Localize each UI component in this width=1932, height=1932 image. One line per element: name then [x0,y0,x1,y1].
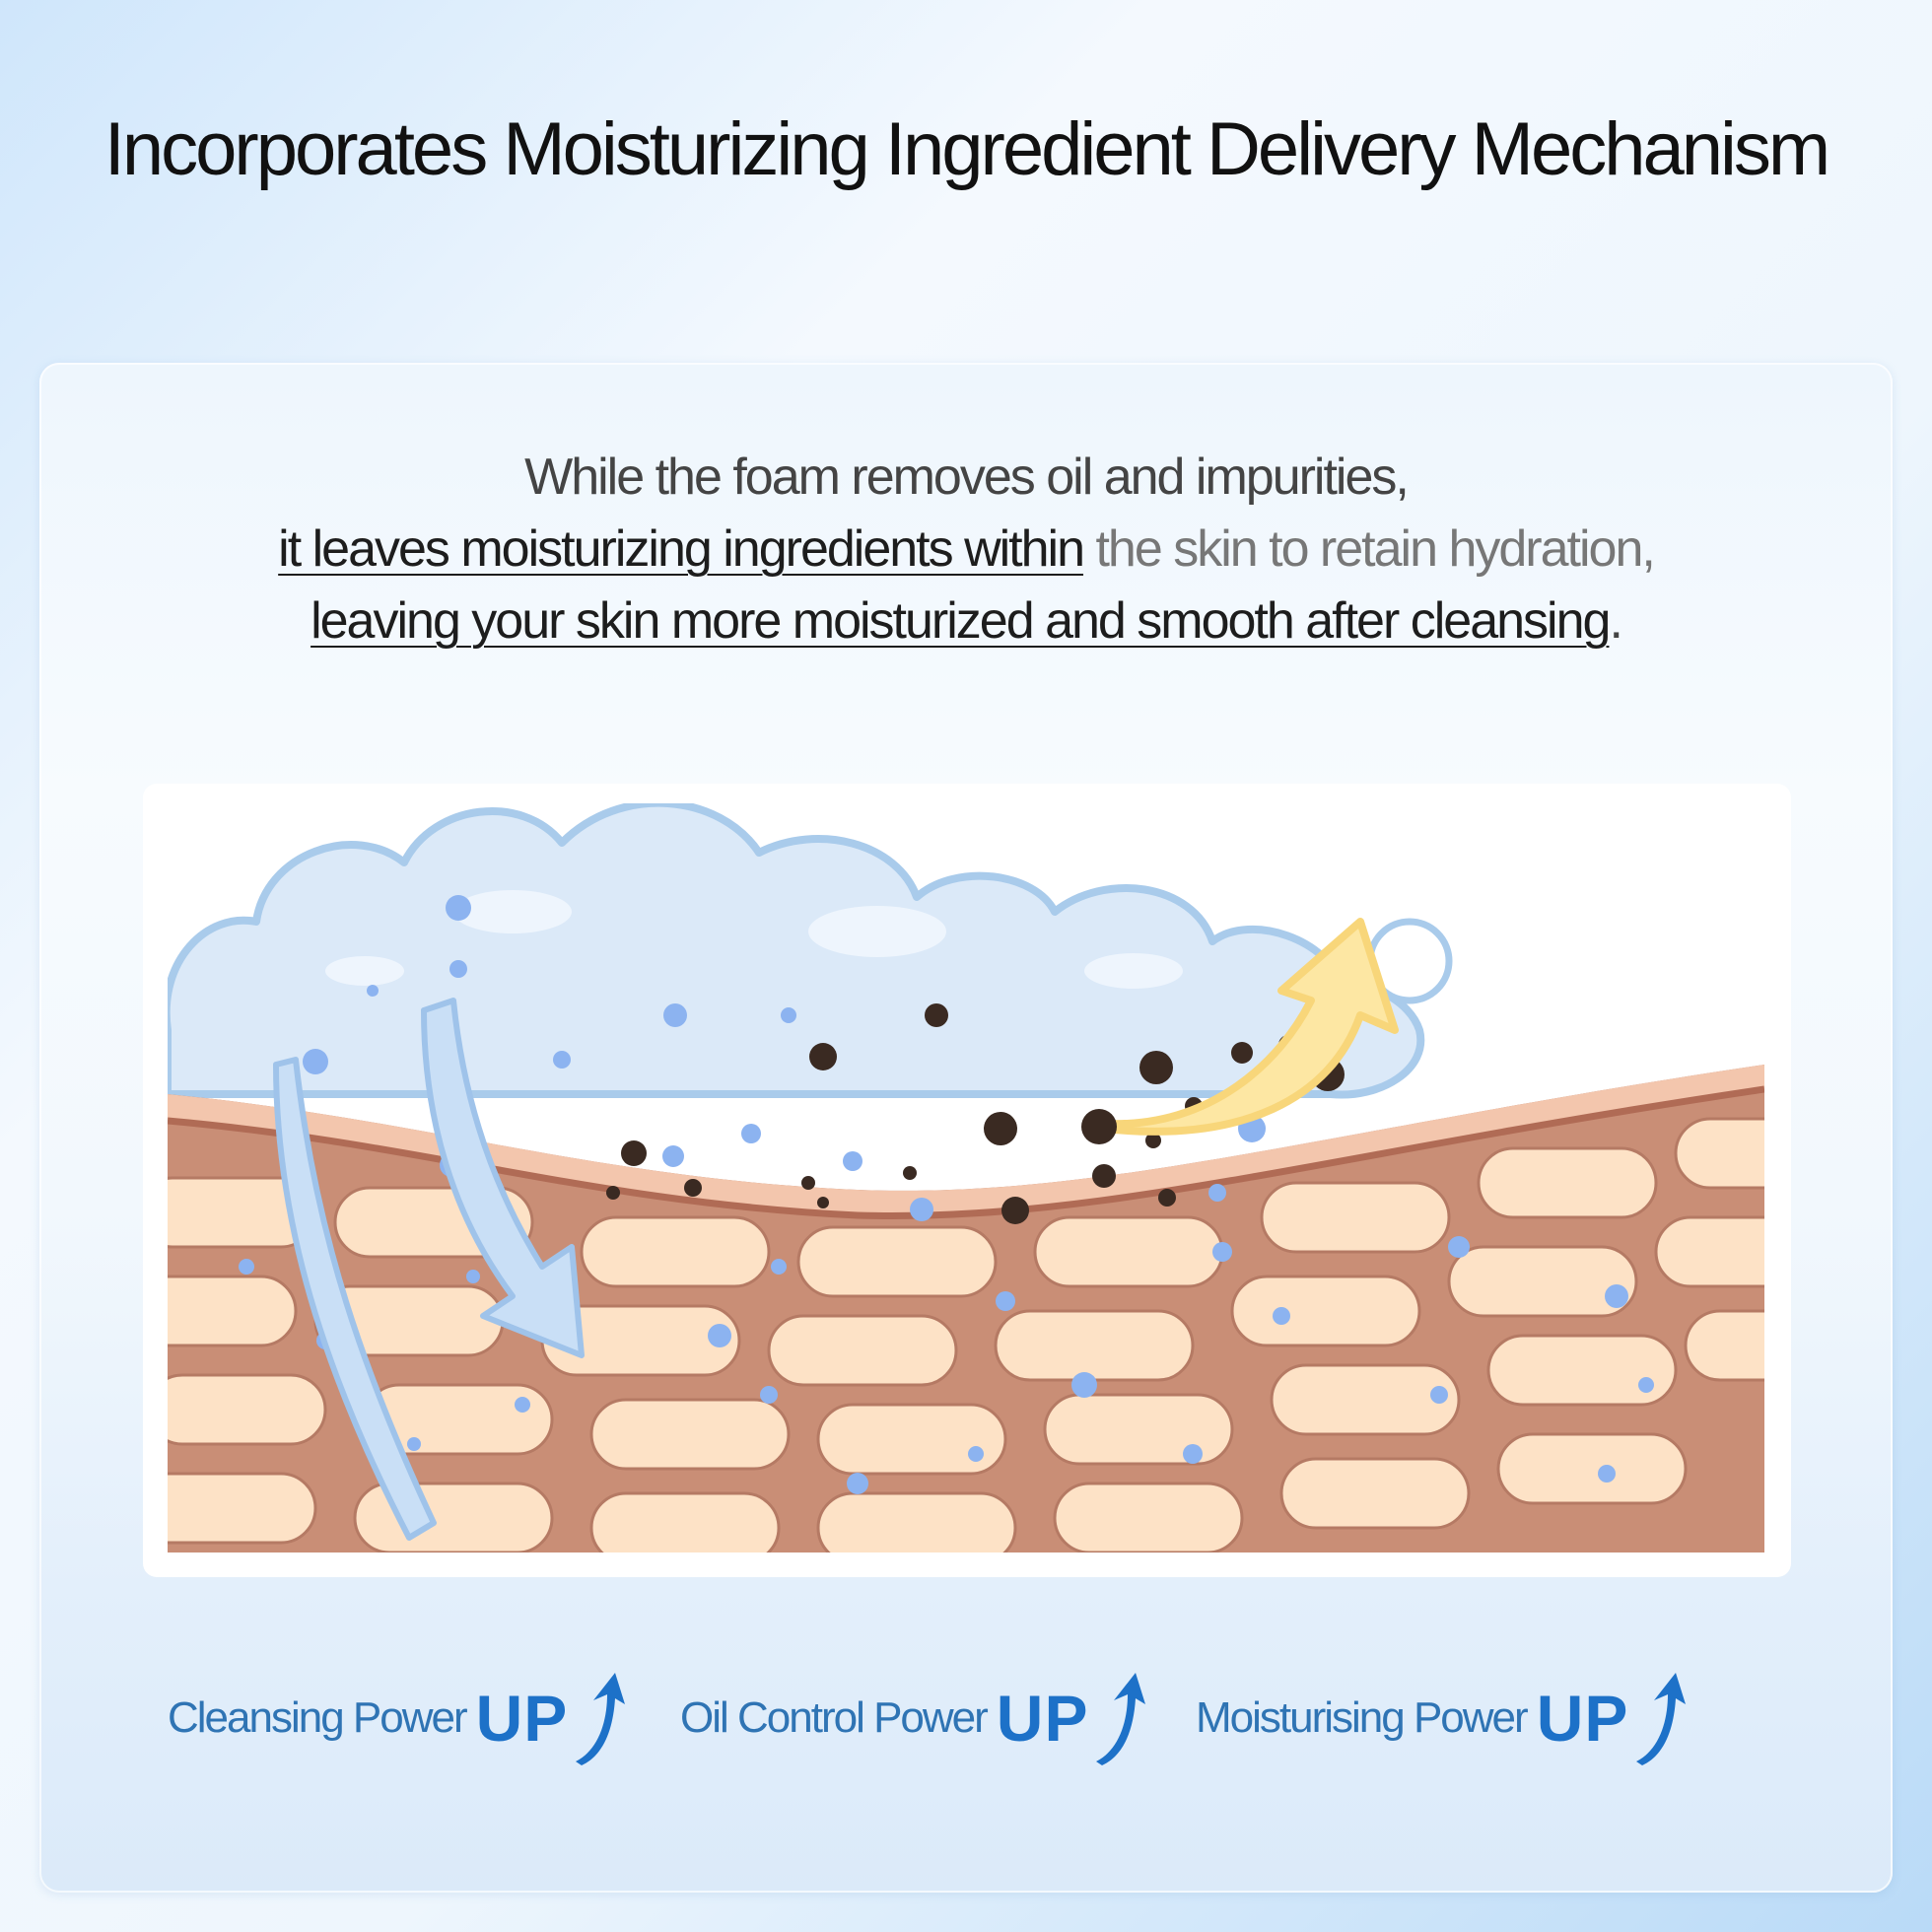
feature-label: Moisturising Power [1196,1693,1529,1742]
description-line-2-rest: the skin to retain hydration, [1083,520,1655,578]
description: While the foam removes oil and impuritie… [0,442,1932,657]
description-line-2: it leaves moisturizing ingredients withi… [0,514,1932,586]
up-arrow-icon [1096,1673,1146,1765]
page-title: Incorporates Moisturizing Ingredient Del… [104,107,1830,191]
feature-up-text: UP [475,1682,569,1755]
impurity-dot [1081,1109,1117,1144]
feature-up-text: UP [996,1682,1089,1755]
description-line-1: While the foam removes oil and impuritie… [524,448,1410,506]
description-highlight-1: it leaves moisturizing ingredients withi… [278,520,1085,578]
feature-moisturising-power: Moisturising Power UP [1196,1664,1688,1772]
description-line-3: leaving your skin more moisturized and s… [0,586,1932,657]
feature-cleansing-power: Cleansing Power UP [168,1664,627,1772]
feature-label: Oil Control Power [680,1693,989,1742]
feature-list: Cleansing Power UP Oil Control Power UP … [0,1664,1932,1772]
impurity-removal-arrow-icon [1100,918,1399,1136]
feature-label: Cleansing Power [168,1693,468,1742]
feature-up-text: UP [1536,1682,1629,1755]
skin-cleansing-illustration [168,803,1764,1552]
foam-highlight [325,890,1183,989]
moisture-arrow-icon [273,998,585,1541]
description-line-3-end: . [1609,592,1623,650]
feature-oil-control-power: Oil Control Power UP [680,1664,1147,1772]
up-arrow-icon [1636,1673,1687,1765]
description-highlight-2: leaving your skin more moisturized and s… [310,592,1611,650]
up-arrow-icon [576,1673,626,1765]
